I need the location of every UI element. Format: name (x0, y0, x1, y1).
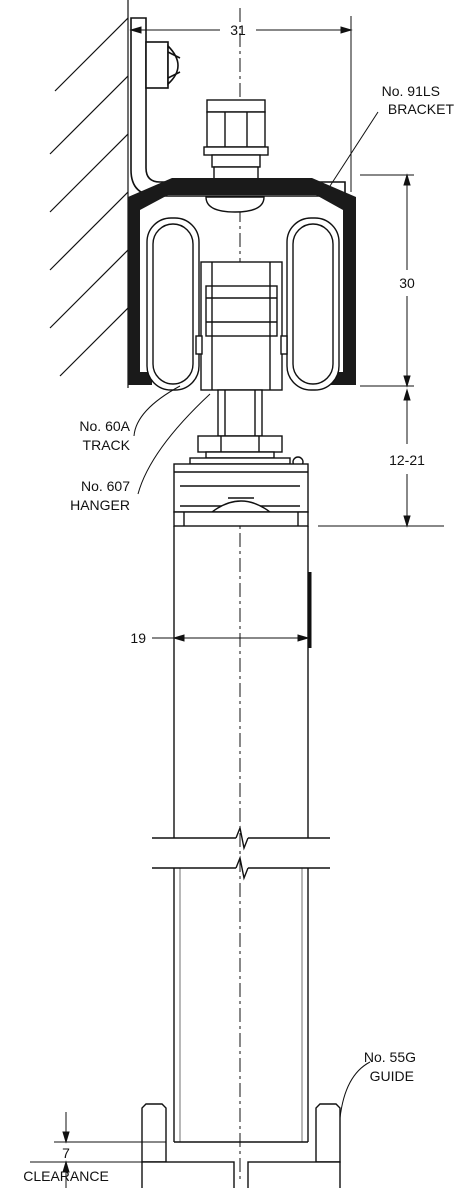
clearance-label: CLEARANCE (23, 1168, 109, 1184)
callout-track-line2: TRACK (83, 437, 131, 453)
callout-track-leader (133, 385, 181, 437)
dimension-12-21-label: 12-21 (389, 452, 425, 468)
callout-bracket-line2: BRACKET (388, 101, 455, 117)
callout-hanger-line2: HANGER (70, 497, 130, 513)
callout-bracket-line1: No. 91LS (382, 83, 440, 99)
callout-bracket-leader (329, 111, 379, 187)
wall-hatching (49, 0, 129, 388)
roller-left (146, 217, 200, 391)
clearance-value: 7 (62, 1145, 70, 1161)
dimension-31 (129, 16, 353, 192)
hanger-carriage (189, 196, 304, 468)
callout-guide-line2: GUIDE (370, 1068, 414, 1084)
floor-guide (141, 1103, 341, 1188)
dimension-12-21 (318, 388, 444, 528)
dimension-clearance (30, 1112, 166, 1188)
top-nut (203, 99, 269, 183)
callout-guide-line1: No. 55G (364, 1049, 416, 1065)
door (152, 526, 330, 1143)
callout-track-line1: No. 60A (79, 418, 130, 434)
track-profile (128, 178, 356, 385)
callout-hanger-line1: No. 607 (81, 478, 130, 494)
dimension-19 (152, 634, 310, 642)
dimension-19-label: 19 (130, 630, 146, 646)
bracket (130, 17, 346, 197)
roller-right (286, 217, 340, 391)
callout-hanger-leader (137, 393, 211, 495)
dimension-31-label: 31 (230, 22, 246, 38)
dimension-30-label: 30 (399, 275, 415, 291)
callout-guide-leader (339, 1061, 371, 1119)
hanger-plate (173, 463, 309, 527)
dimension-30 (360, 173, 414, 388)
